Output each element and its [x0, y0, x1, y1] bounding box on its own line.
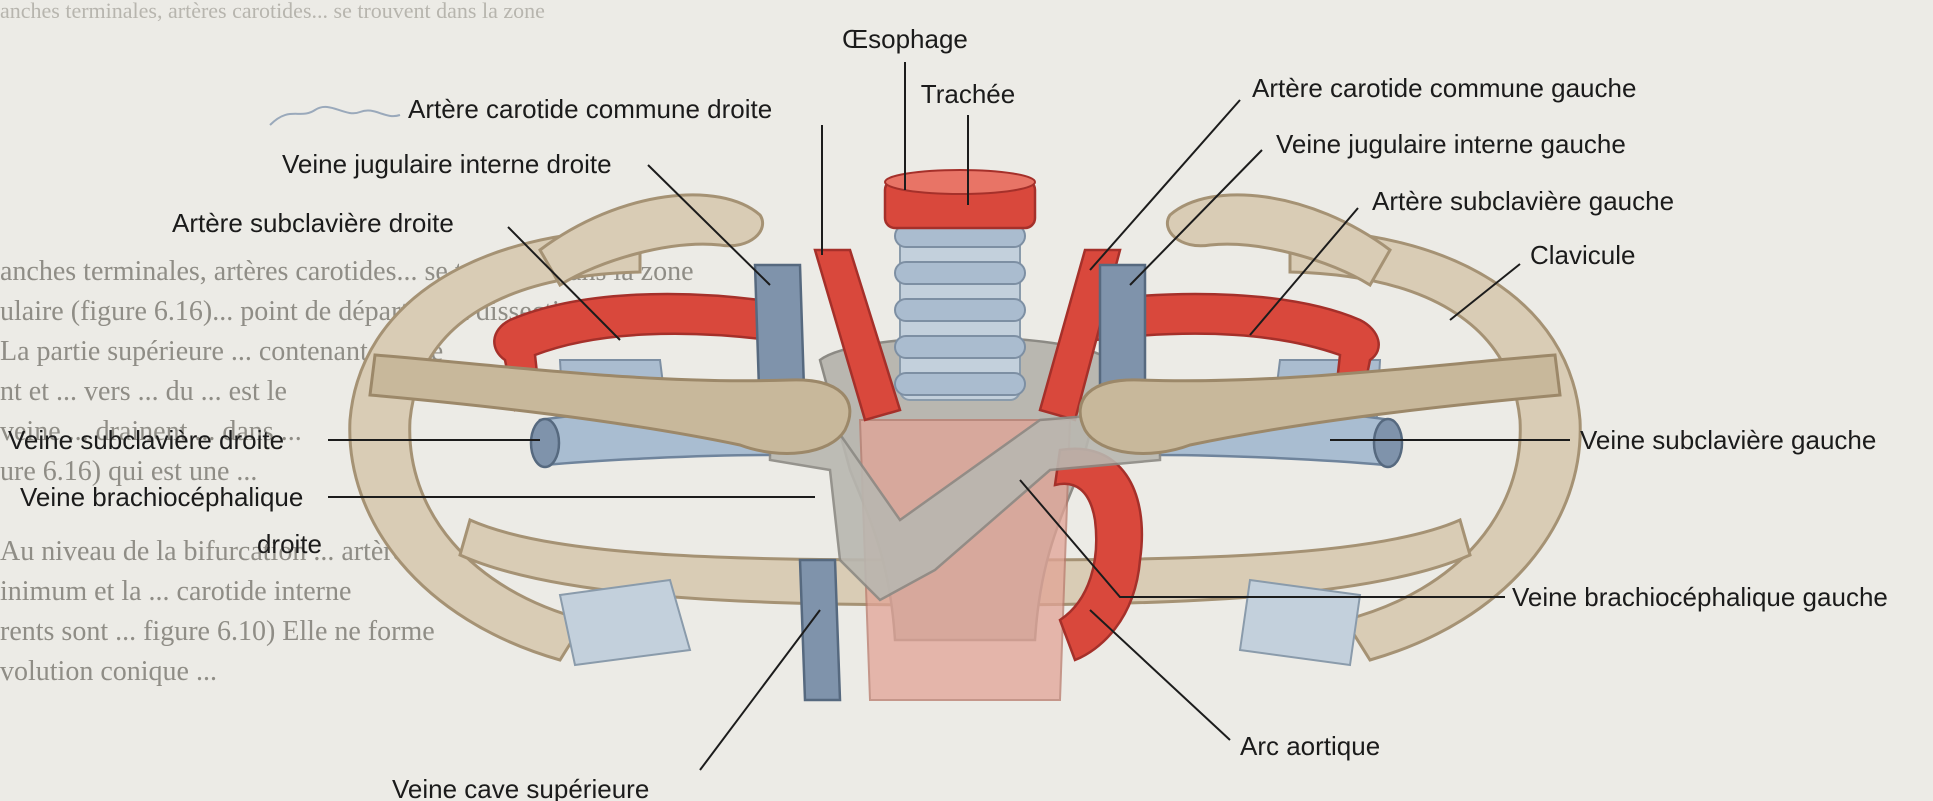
label-trachee: Trachée — [921, 79, 1015, 109]
bg-text-line: anches terminales, artères carotides... … — [0, 0, 545, 23]
right-subclavian-vein-end — [531, 419, 559, 467]
leader-line-veine-cave — [700, 610, 820, 770]
bg-text-line: nt et ... vers ... du ... est le — [0, 376, 287, 407]
label-subclaviere-veine-gauche: Veine subclavière gauche — [1580, 425, 1876, 455]
label-carotide-gauche: Artère carotide commune gauche — [1252, 73, 1636, 103]
costal-cartilage — [560, 580, 690, 665]
tracheal-ring — [895, 336, 1025, 358]
costal-cartilage — [1240, 580, 1360, 665]
label-clavicule: Clavicule — [1530, 240, 1636, 270]
esophagus — [885, 170, 1035, 228]
label-subclaviere-veine-droite: Veine subclavière droite — [8, 425, 284, 455]
tracheal-ring — [895, 299, 1025, 321]
left-subclavian-vein-end — [1374, 419, 1402, 467]
label-jugulaire-droite: Veine jugulaire interne droite — [282, 149, 612, 179]
label-brachio-gauche: Veine brachiocéphalique gauche — [1512, 582, 1888, 612]
esophagus-opening — [885, 170, 1035, 194]
label-veine-cave: Veine cave supérieure — [392, 774, 649, 801]
label-carotide-droite: Artère carotide commune droite — [408, 94, 772, 124]
label-brachio-droite-line2: droite — [257, 529, 322, 559]
aortic-arch — [1055, 449, 1142, 660]
label-brachio-droite-line1: Veine brachiocéphalique — [20, 482, 303, 512]
label-subclaviere-art-droite: Artère subclavière droite — [172, 208, 454, 238]
leader-line-arc-aortique — [1090, 610, 1230, 740]
bg-text-line: rents sont ... figure 6.10) Elle ne form… — [0, 616, 435, 647]
label-arc-aortique: Arc aortique — [1240, 731, 1380, 761]
tracheal-ring — [895, 373, 1025, 395]
label-jugulaire-gauche: Veine jugulaire interne gauche — [1276, 129, 1626, 159]
bg-text-line: inimum et la ... carotide interne — [0, 576, 351, 607]
label-oesophage: Œsophage — [842, 24, 968, 54]
tracheal-ring — [895, 262, 1025, 284]
decorative-squiggle — [270, 107, 400, 125]
label-subclaviere-art-gauche: Artère subclavière gauche — [1372, 186, 1674, 216]
bg-text-line: volution conique ... — [0, 656, 217, 687]
bg-text-line: Au niveau de la bifurcation ... artères — [0, 536, 416, 567]
